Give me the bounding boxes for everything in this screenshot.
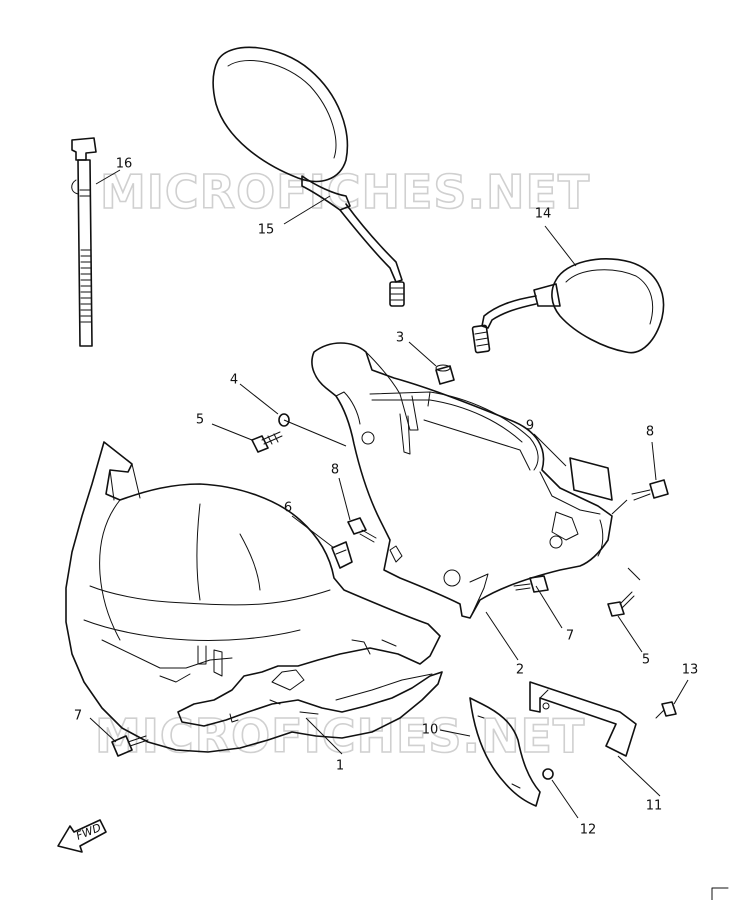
part-2-inner-panel <box>311 342 613 619</box>
callout-11: 11 <box>646 799 663 814</box>
part-8-fastener-left <box>347 517 377 543</box>
callout-3: 3 <box>396 331 404 346</box>
part-9-label <box>569 457 613 501</box>
part-10-lower-cover <box>469 697 541 807</box>
part-14-right-mirror <box>471 258 665 354</box>
callout-1: 1 <box>336 759 344 774</box>
callout-4: 4 <box>230 373 238 388</box>
part-6-clip <box>331 541 353 569</box>
callout-16: 16 <box>116 157 133 172</box>
callout-8-right: 8 <box>646 425 654 440</box>
callout-labels: 1 2 3 4 5 5 6 7 7 8 8 9 10 11 12 13 14 1… <box>74 157 698 838</box>
part-5-screw-right <box>607 591 635 617</box>
part-8-fastener-right <box>631 479 669 501</box>
callout-12: 12 <box>580 823 597 838</box>
part-12-nut <box>542 768 554 780</box>
part-11-bracket <box>529 681 637 757</box>
part-15-left-mirror <box>212 46 405 307</box>
callout-14: 14 <box>535 207 552 222</box>
callout-6: 6 <box>284 501 292 516</box>
part-1-front-cover <box>65 441 443 753</box>
callout-2: 2 <box>516 663 524 678</box>
part-5-screw-left <box>251 431 283 453</box>
callout-7-right: 7 <box>566 629 574 644</box>
callout-13: 13 <box>682 663 699 678</box>
part-7-screw-right <box>513 575 549 593</box>
watermark-top: MICROFICHES.NET <box>100 165 590 219</box>
part-4-clip <box>278 413 290 427</box>
fwd-label: FWD <box>74 821 103 843</box>
callout-7-left: 7 <box>74 709 82 724</box>
callout-15: 15 <box>258 223 275 238</box>
callout-5-right: 5 <box>642 653 650 668</box>
callout-8-left: 8 <box>331 463 339 478</box>
part-7-screw-left <box>111 735 149 757</box>
callout-9: 9 <box>526 419 534 434</box>
fwd-direction-arrow: FWD <box>57 819 107 853</box>
part-16-cable-tie <box>71 137 97 347</box>
watermark-bottom: MICROFICHES.NET <box>95 709 585 763</box>
part-3-grommet <box>435 364 455 385</box>
leader-lines <box>89 169 689 819</box>
corner-crop-mark <box>711 887 729 900</box>
callout-10: 10 <box>422 723 439 738</box>
callout-5-left: 5 <box>196 413 204 428</box>
part-13-screw <box>655 701 677 719</box>
